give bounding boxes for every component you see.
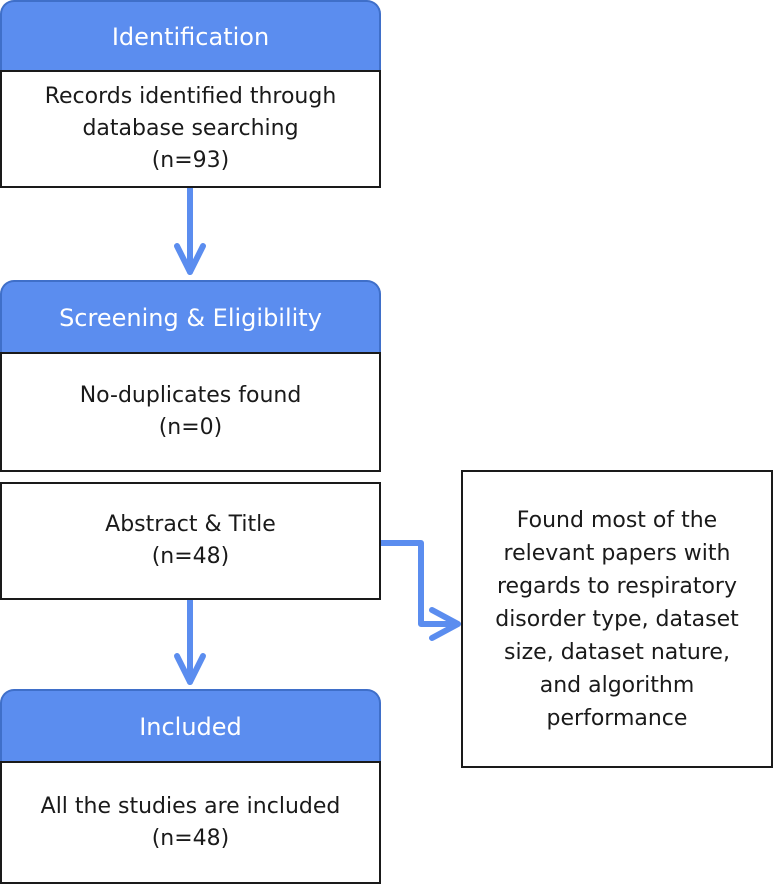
records-identified-line-2: database searching — [82, 116, 299, 142]
side-note-line-3: regards to respiratory — [496, 573, 737, 599]
side-note-line-4: disorder type, dataset — [495, 606, 739, 632]
records-identified-line-1: Records identified through — [44, 84, 337, 110]
abstract-title-count: (n=48) — [151, 544, 230, 569]
no-duplicates-box: No-duplicates found (n=0) — [0, 352, 381, 472]
side-note-line-7: performance — [546, 705, 688, 731]
screening-title: Screening & Eligibility — [59, 304, 322, 332]
screening-header: Screening & Eligibility — [0, 280, 381, 354]
side-note-box: Found most of the relevant papers with r… — [461, 470, 773, 768]
studies-included-box: All the studies are included (n=48) — [0, 761, 381, 884]
no-duplicates-label: No-duplicates found — [79, 383, 302, 409]
identification-header: Identification — [0, 0, 381, 72]
arrow-identification-to-screening — [174, 185, 206, 275]
abstract-title-label: Abstract & Title — [105, 512, 276, 538]
arrow-abstract-to-included — [174, 597, 206, 685]
included-title: Included — [139, 713, 242, 741]
studies-included-count: (n=48) — [151, 825, 230, 851]
side-note-line-6: and algorithm — [539, 672, 695, 698]
records-identified-count: (n=93) — [151, 147, 230, 173]
no-duplicates-count: (n=0) — [158, 415, 223, 440]
records-identified-box: Records identified through database sear… — [0, 70, 381, 188]
identification-title: Identification — [111, 23, 270, 51]
included-header: Included — [0, 689, 381, 763]
studies-included-label: All the studies are included — [40, 793, 341, 819]
arrow-abstract-to-side-note — [378, 540, 461, 641]
abstract-title-box: Abstract & Title (n=48) — [0, 482, 381, 600]
side-note-line-5: size, dataset nature, — [504, 639, 730, 665]
side-note-line-2: relevant papers with — [503, 540, 731, 566]
side-note-line-1: Found most of the — [516, 507, 718, 533]
